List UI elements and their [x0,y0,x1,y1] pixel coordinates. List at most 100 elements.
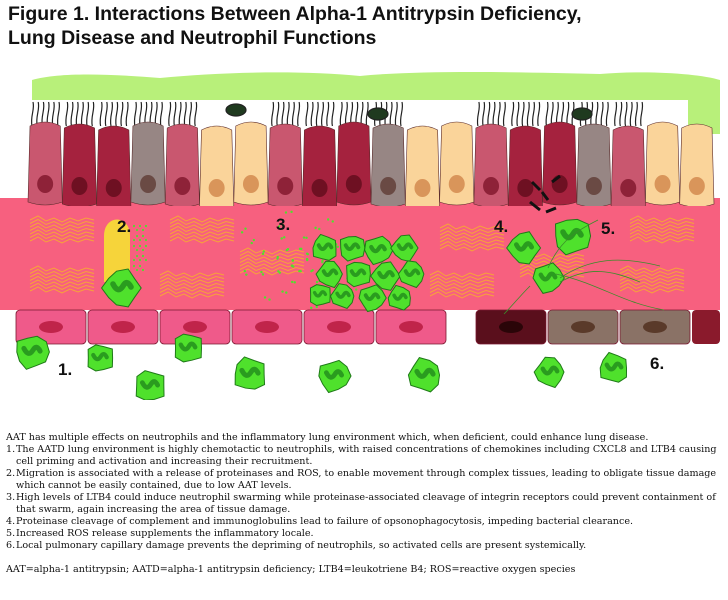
fibre-bundle [429,270,495,299]
endothelial-nucleus [111,321,135,333]
label-2: 2. [117,217,131,236]
endothelial-cell [547,309,619,345]
caption-item-number: 6. [6,540,16,551]
epithelial-nucleus [37,175,54,193]
neutrophil [318,359,352,394]
fibre-bundle [629,215,695,244]
epithelial-cell-row [27,121,720,212]
epithelial-cell [576,123,612,208]
endothelial-nucleus [255,321,279,333]
epithelial-cell [233,121,269,206]
epithelial-cell [336,121,372,206]
cleavage-dashes [529,174,561,214]
neutrophil-nucleus [321,268,339,278]
endothelial-cell [303,309,375,345]
neutrophil [533,356,565,389]
caption-item-text: The AATD lung environment is highly chem… [16,444,717,467]
neutrophil [87,344,114,372]
epithelial-nucleus [277,177,294,195]
neutrophil-nucleus [139,379,161,390]
neutrophils [16,218,628,400]
neutrophil [390,234,419,263]
figure-caption: AAT has multiple effects on neutrophils … [6,432,722,576]
neutrophil-nucleus [414,367,436,379]
fibre-bundle [169,215,235,244]
epithelial-cell [404,125,440,210]
fibre-bundle [29,215,95,244]
epithelial-nucleus [242,175,259,193]
neutrophil [358,284,387,313]
figure-title-line-2: Lung Disease and Neutrophil Functions [8,27,377,49]
caption-list: 1.The AATD lung environment is highly ch… [6,444,722,552]
epithelial-cell [96,125,132,210]
epithelial-nucleus [688,177,705,195]
neutrophil-nucleus [392,292,408,301]
caption-item-2: 2.Migration is associated with a release… [6,468,722,492]
caption-item-4: 4.Proteinase cleavage of complement and … [6,516,722,528]
neutrophil [174,333,202,363]
mucus-clump [367,107,389,121]
neutrophil [387,284,411,311]
epithelial-nucleus [654,175,671,193]
epithelial-cell [370,123,406,208]
neutrophil-nucleus [323,369,345,380]
epithelial-cell [164,123,200,208]
neutrophil [364,235,394,266]
neutrophil [407,357,441,393]
caption-item-1: 1.The AATD lung environment is highly ch… [6,444,722,468]
epithelial-nucleus [620,179,637,197]
neutrophil-nucleus [178,341,198,352]
epithelial-cell [507,125,543,210]
neutrophil [532,262,565,294]
label-4: 4. [494,217,508,236]
endothelial-cell [619,309,691,345]
epithelial-cell [542,121,578,206]
caption-item-number: 1. [6,444,16,455]
epithelial-nucleus [345,175,362,193]
endothelial-cell [159,309,231,345]
neutrophil-nucleus [343,242,361,252]
neutrophil [16,335,50,370]
neutrophil-nucleus [110,279,134,293]
neutrophil [370,261,401,291]
neutrophil-nucleus [377,269,395,280]
epithelial-cell [61,123,97,208]
neutrophil-nucleus [540,365,560,376]
label-3: 3. [276,215,290,234]
endothelial-nucleus [399,321,423,333]
epithelial-nucleus [174,177,191,195]
neutrophil [315,260,343,289]
endothelial-cell [692,310,720,344]
caption-item-number: 2. [6,468,16,479]
neutrophil [234,356,266,390]
endothelial-cell [375,309,447,345]
fibre-bundle [29,265,95,294]
epithelial-cell [610,125,646,210]
epithelial-cell [302,125,338,210]
caption-item-text: High levels of LTB4 could induce neutrop… [16,492,716,515]
neutrophil-nucleus [403,268,421,278]
caption-item-number: 3. [6,492,16,503]
caption-item-number: 4. [6,516,16,527]
epithelial-cell [679,123,715,208]
neutrophil [599,351,628,383]
neutrophil-nucleus [91,351,109,362]
neutrophil-nucleus [363,292,381,302]
epithelial-nucleus [140,175,157,193]
endothelial-cell [87,309,159,345]
caption-abbreviations: AAT=alpha-1 antitrypsin; AATD=alpha-1 an… [6,564,576,575]
epithelial-nucleus [208,179,225,197]
epithelial-nucleus [414,179,431,197]
figure-title: Figure 1. Interactions Between Alpha-1 A… [8,2,708,50]
collagen-fibres [29,215,695,299]
neutrophil-nucleus [560,227,584,241]
neutrophil [506,231,542,265]
epithelial-nucleus [105,179,122,197]
migration-channel [104,219,130,282]
label-1: 1. [58,360,72,379]
caption-item-text: Increased ROS release supplements the in… [16,528,314,539]
epithelial-cell [27,121,63,206]
neutrophil-nucleus [239,366,261,378]
caption-item-5: 5.Increased ROS release supplements the … [6,528,722,540]
ros-fibrils [503,219,665,315]
